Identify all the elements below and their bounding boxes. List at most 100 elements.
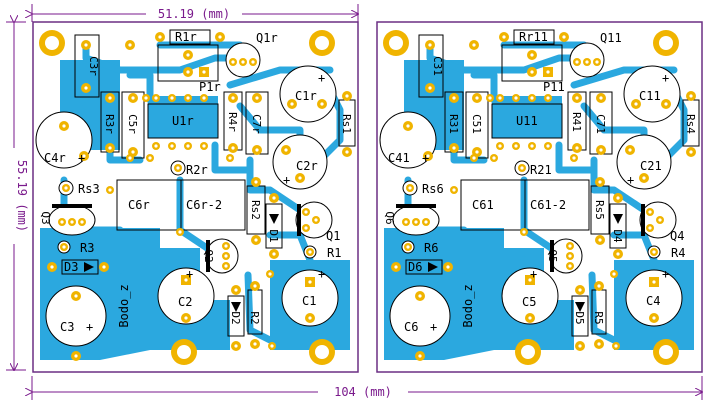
pad-hole	[84, 86, 88, 90]
copper-pour-ic	[492, 96, 562, 138]
pad-hole	[498, 144, 502, 148]
pad-hole	[408, 186, 412, 190]
pad-hole	[562, 35, 566, 39]
pad-hole	[634, 102, 638, 106]
pad-hole	[131, 96, 135, 100]
pad-hole	[128, 43, 132, 47]
resistor-rs3-label: Rs3	[78, 182, 100, 196]
diode-dc-outline	[227, 295, 245, 337]
transistor-qb-flat	[297, 204, 301, 236]
potentiometer-p1-label: P1r	[199, 80, 221, 94]
pad-hole	[74, 294, 78, 298]
copper-trace	[244, 271, 274, 344]
copper-trace	[470, 71, 498, 104]
pad-hole	[228, 156, 232, 160]
resistor-rs3-label: Rs6	[422, 182, 444, 196]
dimension-bottom-label: 104 (mm)	[334, 385, 392, 399]
pad-hole	[62, 245, 66, 249]
polarity-plus: +	[627, 173, 634, 187]
polarity-plus: +	[662, 267, 669, 281]
mounting-hole-center	[315, 345, 329, 359]
pad-hole	[50, 265, 54, 269]
pad-hole	[255, 148, 259, 152]
capacitor-cy-body	[625, 269, 683, 327]
pad-hole	[406, 124, 410, 128]
pad-hole	[154, 96, 158, 100]
pad-hole	[268, 272, 272, 276]
capacitor-c4-body	[35, 111, 93, 169]
pad-hole	[253, 284, 257, 288]
pad-hole	[304, 210, 308, 214]
diode-db-label: D4	[611, 229, 624, 243]
transistor-qa-label: Q3	[39, 211, 52, 224]
pad-hole	[616, 252, 620, 256]
pad-hole	[498, 96, 502, 100]
pad-hole	[528, 316, 532, 320]
pad-hole	[186, 70, 190, 74]
dimension-top-label: 51.19 (mm)	[158, 7, 230, 21]
transistor-qc-label: Q2	[202, 249, 215, 262]
resistor-rs1-label: Rs1	[340, 114, 353, 134]
pad-hole	[290, 102, 294, 106]
pad-hole	[616, 196, 620, 200]
pad-hole	[231, 96, 235, 100]
pad-hole	[546, 70, 550, 74]
pad-hole	[488, 96, 492, 100]
pad-hole	[272, 196, 276, 200]
pad-hole	[176, 166, 180, 170]
pad-hole	[231, 60, 235, 64]
pad-hole	[546, 144, 550, 148]
capacitor-cx-body	[157, 267, 215, 325]
copper-trace	[82, 41, 244, 74]
ic-u1-outline	[491, 103, 563, 139]
pad-hole	[599, 148, 603, 152]
capacitor-c6-label: C6r	[128, 198, 150, 212]
pad-hole	[255, 96, 259, 100]
capacitor-c6b-label: C61-2	[530, 198, 566, 212]
pad-hole	[424, 220, 428, 224]
capacitor-c5-label: C5r	[126, 114, 139, 134]
capacitor-c4-body	[379, 111, 437, 169]
pad-hole	[514, 96, 518, 100]
copper-trace	[426, 41, 588, 74]
pad-hole	[304, 226, 308, 230]
capacitor-cz-body	[389, 285, 451, 347]
pad-hole	[614, 344, 618, 348]
pad-hole	[186, 53, 190, 57]
copper-trace	[426, 102, 488, 164]
diode-db-symbol	[269, 214, 279, 224]
pad-hole	[530, 70, 534, 74]
pad-hole	[575, 146, 579, 150]
board-name-label: Bodo_z	[117, 284, 131, 327]
polarity-plus: +	[86, 320, 93, 334]
pad-hole	[452, 146, 456, 150]
resistor-r3-label: R3r	[103, 114, 116, 134]
pad-hole	[270, 344, 274, 348]
pad-hole	[598, 180, 602, 184]
resistor-r2-label: R21	[530, 163, 552, 177]
pad-hole	[314, 218, 318, 222]
capacitor-c4-label: C4r	[44, 151, 66, 165]
pad-hole	[298, 176, 302, 180]
pad-hole	[80, 220, 84, 224]
pad-hole	[102, 265, 106, 269]
copper-trace	[555, 141, 598, 174]
capacitor-cy-label: C1	[302, 294, 316, 308]
pad-hole	[418, 354, 422, 358]
transistor-q1-label: Q1r	[256, 31, 278, 45]
ic-u1-label: U1r	[172, 114, 194, 128]
pad-hole	[446, 265, 450, 269]
capacitor-c4-label: C41	[388, 151, 410, 165]
resistor-r4-label: R41	[570, 112, 583, 132]
transistor-qb-label: Q4	[670, 229, 684, 243]
pad-hole	[231, 146, 235, 150]
mounting-hole-center	[659, 36, 673, 50]
copper-trace	[82, 102, 144, 164]
diode-da-outline	[61, 259, 99, 275]
pad-hole	[82, 154, 86, 158]
capacitor-cz-label: C6	[404, 320, 418, 334]
pad-hole	[234, 344, 238, 348]
pad-hole	[345, 150, 349, 154]
mounting-hole-center	[659, 345, 673, 359]
